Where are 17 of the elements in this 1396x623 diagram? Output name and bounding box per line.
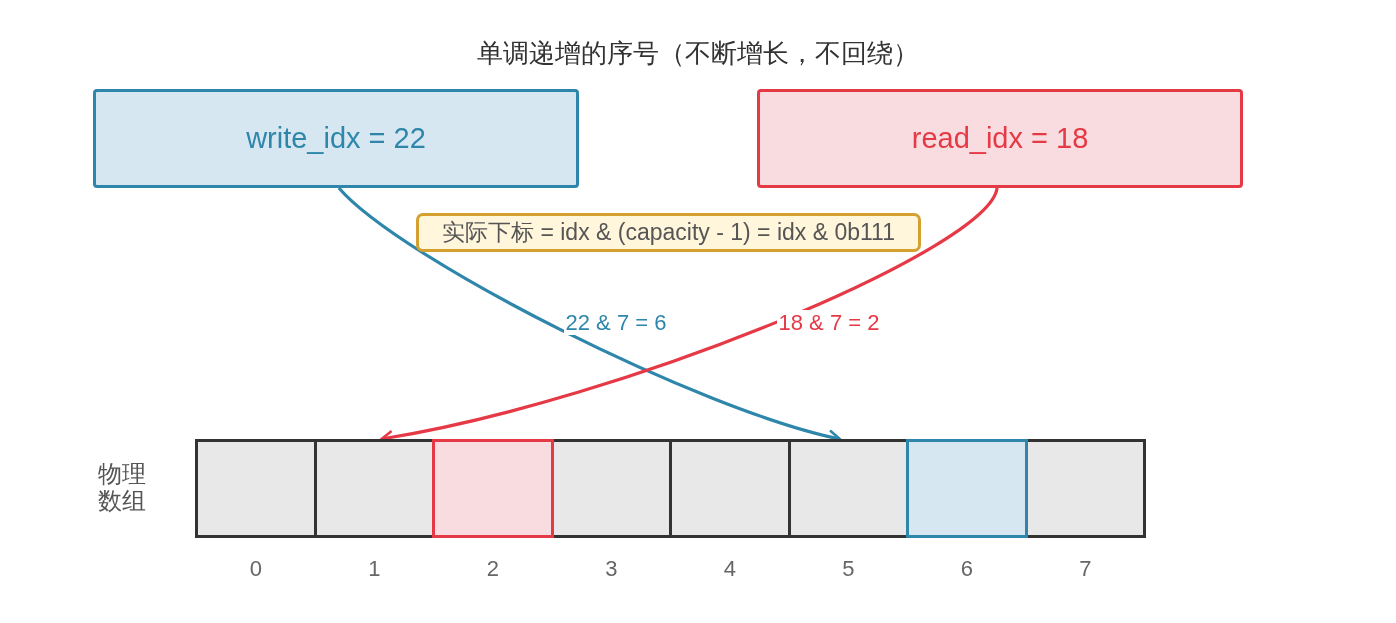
index-label: 2: [485, 556, 500, 582]
index-label: 1: [367, 556, 382, 582]
index-box: read_idx = 18: [757, 89, 1243, 188]
title: 单调递增的序号（不断增长，不回绕）: [476, 37, 920, 70]
array-cell: [432, 439, 554, 538]
index-label: 6: [959, 556, 974, 582]
array-cell: [195, 439, 317, 538]
index-label: 3: [604, 556, 619, 582]
index-label: 5: [841, 556, 856, 582]
array-cell: [906, 439, 1028, 538]
index-box: write_idx = 22: [93, 89, 579, 188]
formula-box: 实际下标 = idx & (capacity - 1) = idx & 0b111: [416, 213, 921, 252]
array-label: 物理数组: [97, 460, 147, 514]
index-label: 4: [722, 556, 737, 582]
index-label: 0: [248, 556, 263, 582]
array-cell: [669, 439, 791, 538]
index-label: 7: [1078, 556, 1093, 582]
